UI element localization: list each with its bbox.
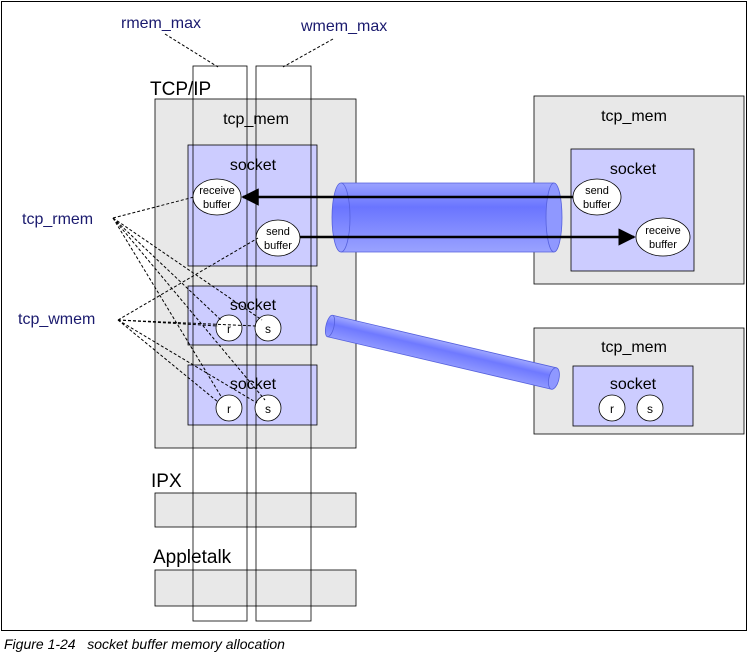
receive-buffer-a-line1: receive xyxy=(199,185,234,197)
rmem-max-leader xyxy=(164,33,219,68)
tcp-rmem-leaders xyxy=(112,196,266,401)
wmem-max-column xyxy=(255,65,312,622)
s-buffer-3 xyxy=(254,394,282,422)
r-label-2: r xyxy=(227,322,231,336)
figure-caption: Figure 1-24 socket buffer memory allocat… xyxy=(4,636,285,652)
s-label-c: s xyxy=(647,402,653,416)
r-label-3: r xyxy=(227,402,231,416)
wmem-max-label: wmem_max xyxy=(300,18,387,35)
socket-label-1: socket xyxy=(230,157,277,174)
r-buffer-c xyxy=(598,394,626,422)
r-buffer-3 xyxy=(215,394,243,422)
send-buffer-a-line1: send xyxy=(266,226,290,238)
figure-title: socket buffer memory allocation xyxy=(87,636,285,652)
socket-label-2: socket xyxy=(230,297,277,314)
tcp-mem-label-b: tcp_mem xyxy=(601,108,667,125)
socket-label-3: socket xyxy=(230,376,277,393)
diagram-frame xyxy=(1,1,747,631)
r-buffer-2 xyxy=(215,314,243,342)
appletalk-label: Appletalk xyxy=(153,547,232,568)
tcp-rmem-label: tcp_rmem xyxy=(22,211,93,228)
tcp-wmem-leaders xyxy=(117,237,259,404)
s-label-3: s xyxy=(265,402,271,416)
send-buffer-a-line2: buffer xyxy=(264,240,292,252)
receive-buffer-a-line2: buffer xyxy=(203,199,231,211)
wmem-max-leader xyxy=(282,38,334,68)
s-buffer-2 xyxy=(254,314,282,342)
tcp-wmem-label: tcp_wmem xyxy=(18,311,95,328)
appletalk-box xyxy=(154,569,357,607)
receive-buffer-b-line2: buffer xyxy=(649,239,677,251)
socket-box-c xyxy=(572,365,694,427)
send-buffer-b-line1: send xyxy=(585,185,609,197)
receive-buffer-b xyxy=(635,217,691,257)
send-buffer-b-line2: buffer xyxy=(583,199,611,211)
ipx-box xyxy=(154,492,357,528)
tcpip-label: TCP/IP xyxy=(150,79,211,100)
r-label-c: r xyxy=(610,402,614,416)
tcp-mem-label-c: tcp_mem xyxy=(601,339,667,356)
rmem-max-column xyxy=(192,65,248,622)
figure-number: Figure 1-24 xyxy=(4,636,76,652)
socket-label-b: socket xyxy=(610,161,657,178)
socket-label-c: socket xyxy=(610,376,657,393)
socket-box-2 xyxy=(187,285,318,346)
receive-buffer-b-line1: receive xyxy=(645,225,680,237)
connection-pipe-2 xyxy=(324,314,560,390)
connection-pipe-1 xyxy=(331,182,563,253)
rmem-max-label: rmem_max xyxy=(121,15,201,32)
s-label-2: s xyxy=(265,322,271,336)
ipx-label: IPX xyxy=(151,471,182,492)
s-buffer-c xyxy=(636,394,664,422)
